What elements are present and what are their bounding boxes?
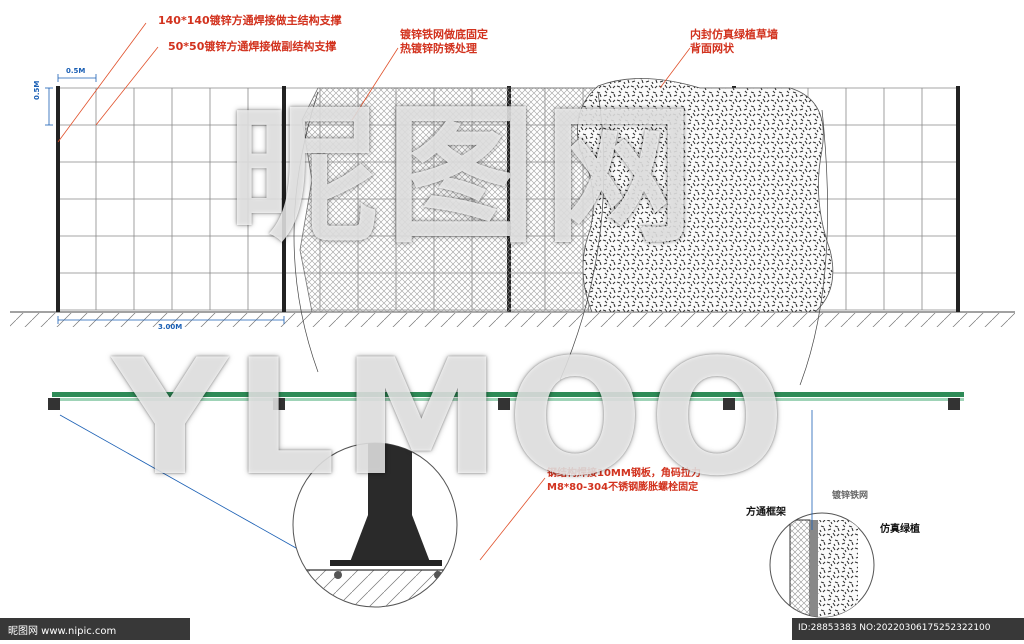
annotation-lawn-2: 背面网状 (690, 42, 734, 55)
annotation-weld-1: 钢结构焊接10MM钢板，角码拉力 (547, 468, 701, 479)
leader-lines (57, 22, 691, 561)
annotation-lawn-1: 内封仿真绿植草墙 (690, 28, 778, 41)
detail-pointer (59, 414, 297, 549)
detail-circle (292, 442, 458, 608)
curved-guides (293, 91, 828, 386)
plan-section (48, 392, 964, 410)
label-frame: 方通框架 (746, 507, 786, 518)
footer-logo: 昵图网 www.nipic.com (0, 618, 190, 640)
artificial-lawn (577, 78, 834, 313)
annotation-sub-support: 50*50镀锌方通焊接做副结构支撑 (168, 40, 337, 53)
dim-top-width: 0.5M (66, 67, 86, 75)
label-mesh: 镀锌铁网 (832, 491, 869, 501)
annotation-mesh-base-2: 热镀锌防锈处理 (400, 42, 477, 55)
annotation-weld-2: M8*80-304不锈钢膨胀螺栓固定 (547, 482, 699, 493)
label-plant: 仿真绿植 (880, 524, 920, 535)
annotation-main-support: 140*140镀锌方通焊接做主结构支撑 (158, 14, 342, 27)
dim-bay-width: 3.00M (158, 323, 183, 331)
annotation-mesh-base-1: 镀锌铁网做底固定 (400, 28, 488, 41)
galvanized-mesh (299, 87, 601, 313)
footer-id: ID:28853383 NO:20220306175252322100 (792, 618, 1024, 640)
dim-side-height: 0.5M (33, 80, 41, 100)
dimension-lines (45, 74, 285, 324)
layer-circle (769, 512, 875, 618)
